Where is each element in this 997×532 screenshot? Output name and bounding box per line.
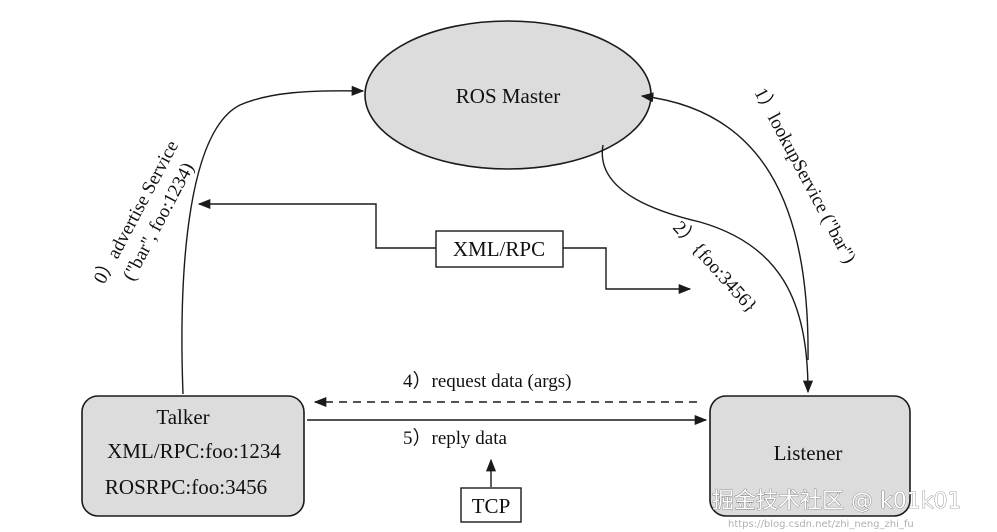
step2-label: 2）{foo:3456}: [668, 217, 762, 317]
listener-label: Listener: [774, 441, 843, 465]
xmlrpc-connector-left: [197, 198, 436, 249]
step5-label: 5）reply data: [403, 427, 508, 449]
xmlrpc-connector-right: [563, 247, 692, 295]
talker-rosrpc-address: ROSRPC:foo:3456: [105, 475, 267, 499]
talker-node: Talker XML/RPC:foo:1234 ROSRPC:foo:3456: [81, 395, 305, 517]
xmlrpc-box: XML/RPC: [435, 230, 564, 268]
ros-master-node: ROS Master: [364, 20, 652, 170]
talker-xmlrpc-address: XML/RPC:foo:1234: [107, 439, 281, 463]
tcp-label: TCP: [472, 494, 511, 518]
lookup-arrow: [640, 92, 809, 361]
watermark-text: 掘金技术社区 @ k01k01: [712, 489, 961, 514]
tcp-box: TCP: [460, 487, 522, 523]
listener-node: Listener: [709, 395, 911, 517]
advertise-arrow: [181, 85, 365, 395]
xmlrpc-label: XML/RPC: [453, 237, 545, 261]
talker-title: Talker: [156, 405, 209, 429]
master-response-arrow: [601, 144, 814, 394]
step4-label: 4）request data (args): [403, 370, 571, 392]
step1-label: 1）lookupService ("bar"): [750, 84, 861, 267]
watermark-url: https://blog.csdn.net/zhi_neng_zhi_fu: [728, 519, 914, 530]
ros-master-label: ROS Master: [456, 84, 560, 108]
